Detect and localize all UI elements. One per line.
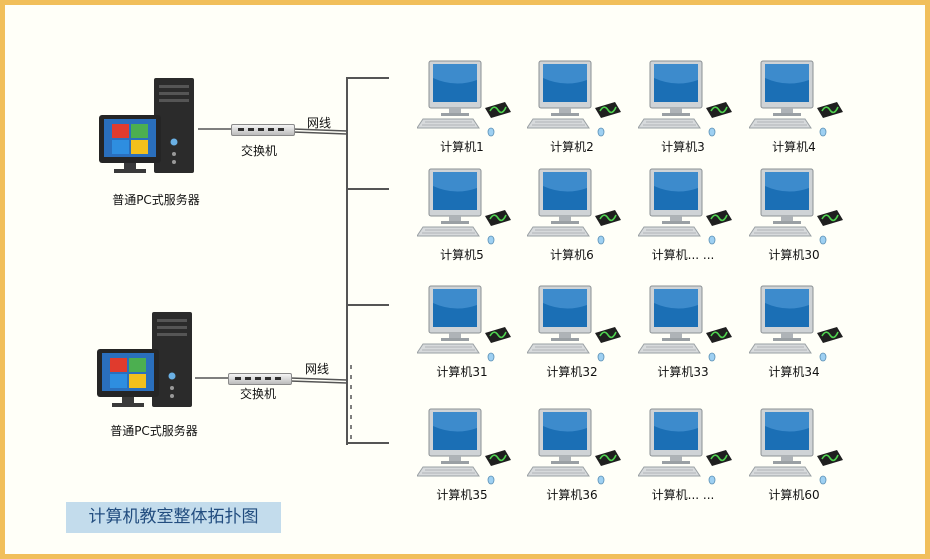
workstation-computer-icon [417,168,511,245]
server-2 [95,311,215,411]
workstation-3-1: 计算机31 [417,285,517,380]
workstation-label: 计算机5 [440,248,484,262]
workstation-2-4: 计算机30 [749,168,849,263]
workstation-3-4: 计算机34 [749,285,849,380]
workstation-label: 计算机6 [550,248,594,262]
workstation-2-3: 计算机... ... [638,168,738,263]
server-label: 普通PC式服务器 [110,424,198,438]
server-1 [97,77,217,177]
workstation-label: 计算机60 [768,488,820,502]
workstation-computer-icon [527,168,621,245]
workstation-label: 计算机31 [436,365,488,379]
workstation-2-1: 计算机5 [417,168,517,263]
workstation-computer-icon [638,60,732,137]
server-computer-icon [97,312,192,407]
workstation-4-2: 计算机36 [527,408,627,503]
workstation-label: 计算机1 [440,140,484,154]
switch-label: 交换机 [240,387,277,401]
workstation-label: 计算机33 [657,365,709,379]
workstation-label: 计算机... ... [651,488,715,502]
workstation-computer-icon [638,168,732,245]
workstation-1-4: 计算机4 [749,60,849,155]
workstation-1-3: 计算机3 [638,60,738,155]
workstation-2-2: 计算机6 [527,168,627,263]
workstation-1-2: 计算机2 [527,60,627,155]
cable-label: 网线 [307,116,332,130]
workstation-label: 计算机... ... [651,248,715,262]
workstation-label: 计算机35 [436,488,488,502]
workstation-label: 计算机3 [661,140,705,154]
workstation-computer-icon [638,408,732,485]
workstation-label: 计算机34 [768,365,820,379]
workstation-computer-icon [527,408,621,485]
cable-label: 网线 [305,362,330,376]
switch-label: 交换机 [241,144,278,158]
workstation-1-1: 计算机1 [417,60,517,155]
server-label: 普通PC式服务器 [112,193,200,207]
switch-cable [289,377,348,381]
workstation-computer-icon [638,285,732,362]
switch-cable [289,380,348,384]
workstation-4-1: 计算机35 [417,408,517,503]
diagram-title: 计算机教室整体拓扑图 [66,502,281,533]
workstation-4-4: 计算机60 [749,408,849,503]
workstation-computer-icon [417,285,511,362]
workstation-label: 计算机4 [772,140,816,154]
workstation-label: 计算机2 [550,140,594,154]
network-switch-1 [231,124,295,136]
workstation-3-2: 计算机32 [527,285,627,380]
workstation-computer-icon [527,60,621,137]
network-cabling [195,77,389,445]
workstation-computer-icon [527,285,621,362]
workstation-computer-icon [749,285,843,362]
workstation-4-3: 计算机... ... [638,408,738,503]
workstation-computer-icon [749,408,843,485]
network-switch-2 [228,373,292,385]
workstation-computer-icon [417,408,511,485]
server-computer-icon [99,78,194,173]
workstation-label: 计算机32 [546,365,598,379]
workstation-label: 计算机36 [546,488,598,502]
workstation-computer-icon [417,60,511,137]
workstation-3-3: 计算机33 [638,285,738,380]
switch-cable [292,131,348,135]
workstation-label: 计算机30 [768,248,820,262]
workstation-computer-icon [749,60,843,137]
switch-cable [292,128,348,132]
workstation-computer-icon [749,168,843,245]
